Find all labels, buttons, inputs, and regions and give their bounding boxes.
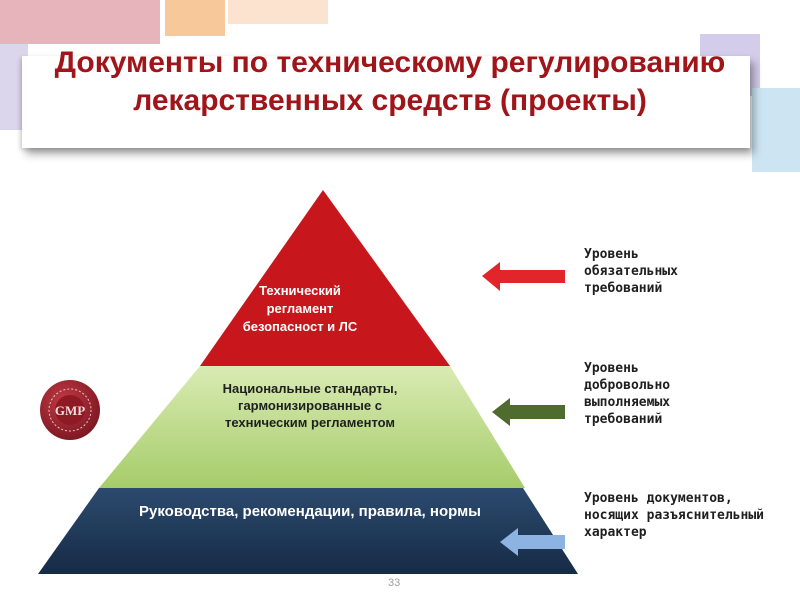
pyramid-tier-middle — [99, 366, 525, 488]
arrow-left-green-icon — [492, 398, 565, 426]
gmp-seal-icon: GMP — [40, 380, 100, 440]
level-explanatory: Уровень документов, носящих разъяснитель… — [584, 491, 765, 540]
tier-top-label: Технический регламент безопасност и ЛС — [242, 283, 358, 334]
pyramid-tier-bottom — [38, 488, 578, 574]
arrow-left-blue-icon — [500, 528, 565, 556]
pyramid-tier-top — [200, 190, 450, 366]
tier-bottom-label: Руководства, рекомендации, правила, норм… — [139, 503, 481, 520]
arrow-left-red-icon — [482, 262, 565, 291]
deco-square-pink — [0, 0, 160, 44]
title-band — [22, 56, 750, 148]
deco-square-orange — [165, 0, 225, 36]
level-voluntary: Уровень добровольно выполняемых требован… — [584, 361, 671, 427]
svg-text:GMP: GMP — [55, 403, 85, 418]
tier-middle-label: Национальные стандарты, гармонизированны… — [222, 381, 398, 430]
deco-square-blue — [752, 88, 800, 172]
page-title: Документы по техническому регулированию … — [54, 46, 726, 117]
deco-square-peach — [228, 0, 328, 24]
level-mandatory: Уровень обязательных требований — [584, 247, 678, 296]
page-number: 33 — [388, 577, 401, 589]
